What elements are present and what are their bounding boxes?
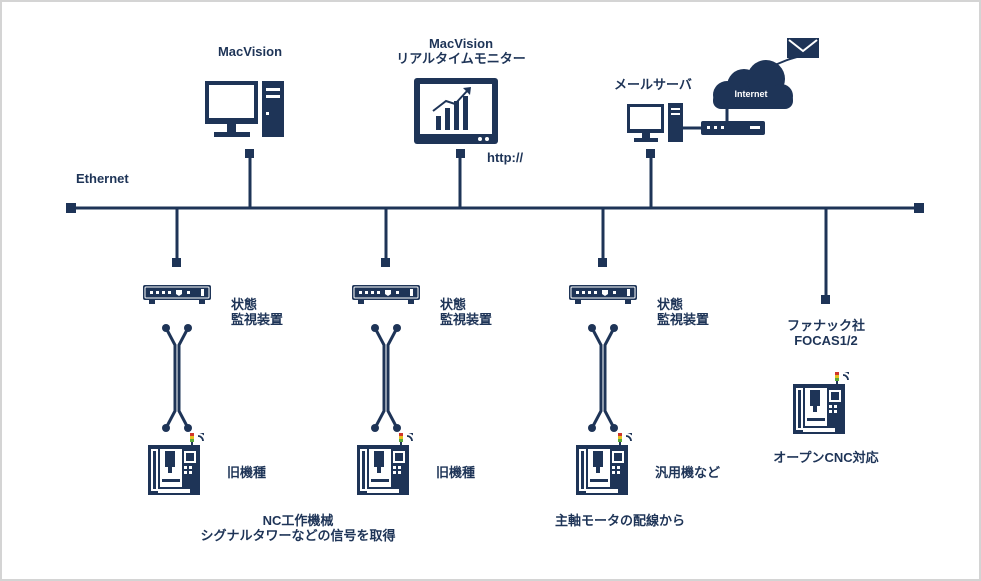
machine-3-label: 汎用機など [655,465,721,480]
macvision-title: MacVision [217,44,283,59]
status-device-label-1: 状態 監視装置 [231,297,283,327]
cloud-icon: Internet [713,60,793,109]
backbone-left-terminator [66,203,76,213]
status-device-label-line2: 監視装置 [231,312,284,327]
connector-macvision [245,149,254,158]
fanuc-label-line2: FOCAS1/2 [794,333,858,348]
status-monitor-device-icon [569,285,637,305]
mail-server-title: メールサーバ [614,77,692,92]
cloud-label: Internet [734,89,767,99]
monitor-title-line1: MacVision [428,36,494,51]
status-device-label-line2: 監視装置 [440,312,493,327]
status-device-label-line2: 監視装置 [657,312,710,327]
connector-monitor [456,149,465,158]
machine-1-label: 旧機種 [227,465,267,480]
server-icon [627,103,701,142]
y-cable-icon [371,323,401,433]
spindle-caption: 主軸モータの配線から [554,513,685,528]
status-device-label-line1: 状態 [231,297,258,312]
y-cable-icon [162,323,192,433]
status-device-label-line1: 状態 [440,297,467,312]
cnc-machine-icon [576,433,632,495]
router-icon [701,107,765,135]
monitor-title-line2: リアルタイムモニター [396,51,526,66]
connector-fanuc [821,295,830,304]
cnc-machine-icon [793,372,849,434]
connector-device-3 [598,258,607,267]
http-label: http:// [487,150,524,165]
nc-caption: NC工作機械 シグナルタワーなどの信号を取得 [163,513,433,543]
connector-device-2 [381,258,390,267]
nc-caption-line2: シグナルタワーなどの信号を取得 [200,528,396,543]
monitor-chart-icon [414,78,498,144]
ethernet-label: Ethernet [76,171,129,186]
fanuc-label: ファナック社 FOCAS1/2 [761,318,891,348]
fanuc-label-line1: ファナック社 [786,318,865,333]
status-monitor-device-icon [143,285,211,305]
open-cnc-label: オープンCNC対応 [773,450,879,465]
status-device-label-2: 状態 監視装置 [440,297,492,327]
cnc-machine-icon [148,433,204,495]
status-device-label-3: 状態 監視装置 [657,297,709,327]
monitor-title: MacVision リアルタイムモニター [376,36,546,66]
machine-2-label: 旧機種 [436,465,476,480]
connector-device-1 [172,258,181,267]
connector-mail-server [646,149,655,158]
y-cable-icon [588,323,618,433]
status-device-label-line1: 状態 [657,297,684,312]
backbone-right-terminator [914,203,924,213]
envelope-icon [769,38,819,68]
cnc-machine-icon [357,433,413,495]
status-monitor-device-icon [352,285,420,305]
nc-caption-line1: NC工作機械 [262,513,334,528]
desktop-computer-icon [205,81,284,137]
